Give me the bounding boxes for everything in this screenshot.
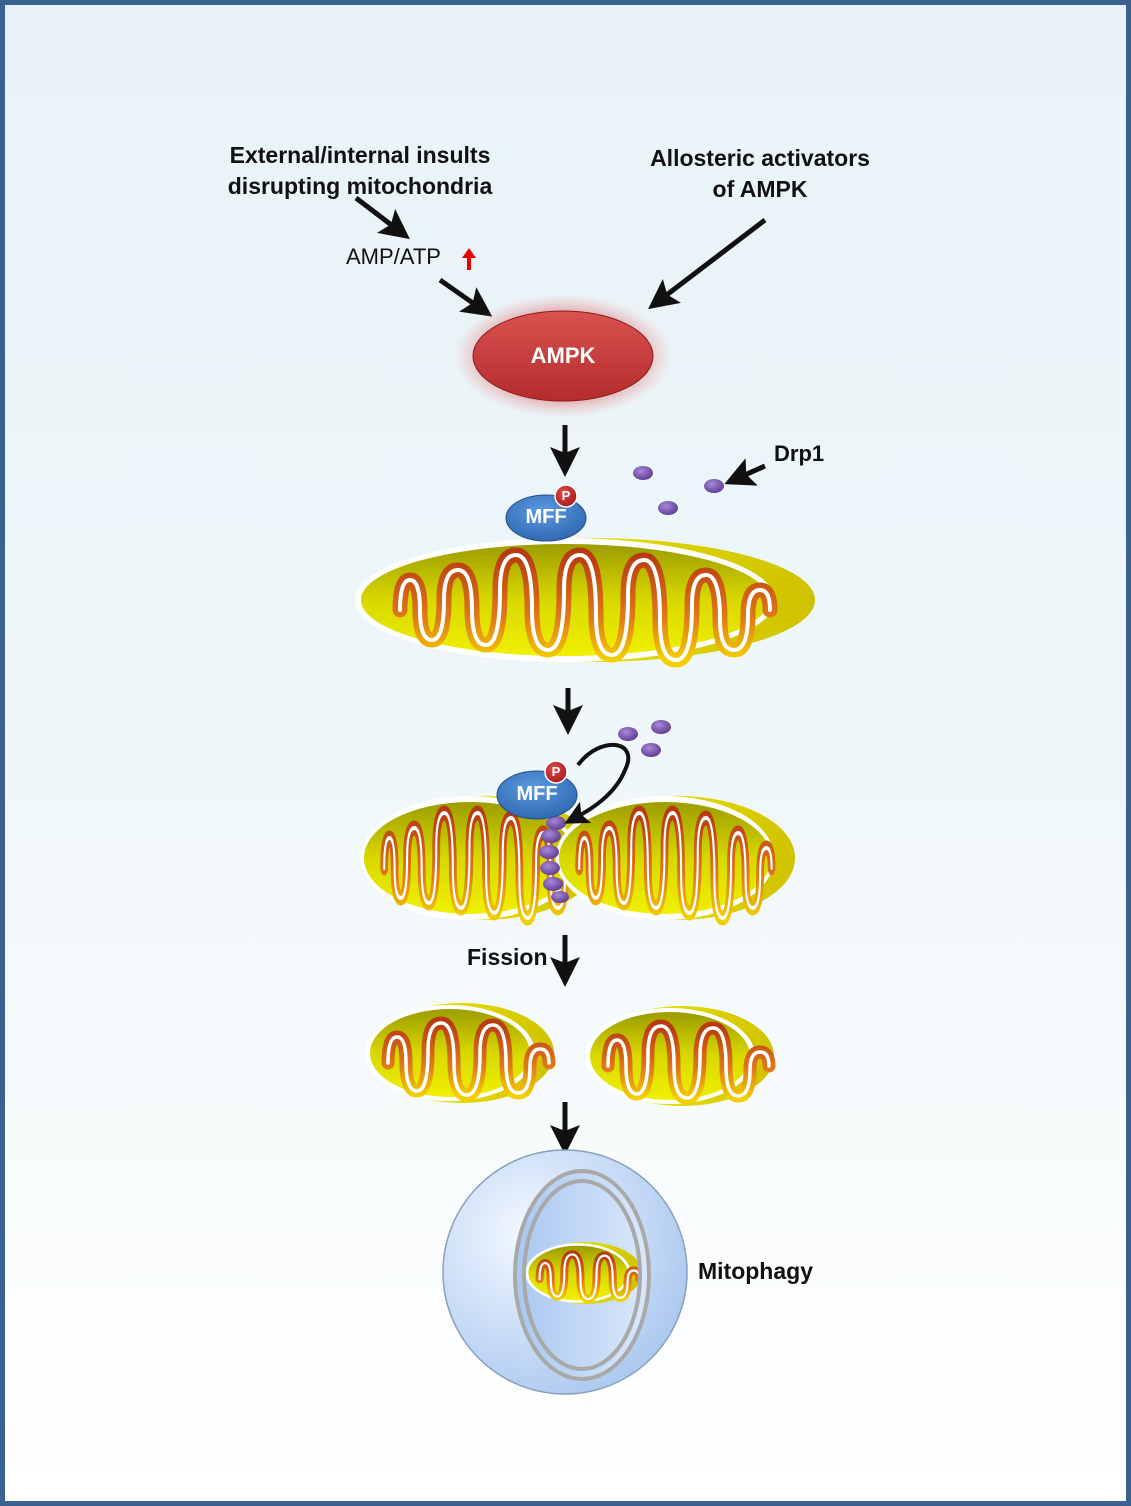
drp1-molecule [641, 743, 661, 757]
drp1-ring [539, 816, 569, 903]
activators-label-line1: Allosteric activators [650, 145, 870, 171]
insults-label: External/internal insults disrupting mit… [205, 140, 515, 202]
drp1-label: Drp1 [774, 441, 825, 466]
mff-phospho-top [505, 484, 587, 542]
ampk-label: AMPK [530, 343, 596, 368]
activators-label-line2: of AMPK [712, 176, 808, 202]
insults-label-line2: disrupting mitochondria [227, 173, 493, 199]
mitophagy-label: Mitophagy [698, 1258, 813, 1284]
drp1-molecule [704, 479, 724, 493]
phospho-label-bottom: P [551, 764, 561, 779]
drp1-molecule [651, 720, 671, 734]
amp-atp-label: AMP/ATP [346, 244, 441, 269]
drp1-molecule [633, 466, 653, 480]
recruitment-arrow [564, 742, 631, 824]
daughter-mitochondrion-right [585, 1006, 774, 1106]
drp1-molecule [658, 501, 678, 515]
arrow-insults-to-ampatp [354, 196, 410, 240]
phospho-label-top: P [561, 488, 571, 503]
drp1-molecule [618, 727, 638, 741]
arrow-ampatp-to-ampk [438, 277, 493, 317]
mff-phospho-bottom [496, 760, 578, 820]
arrow-activators-to-ampk [648, 218, 767, 310]
fission-label: Fission [467, 944, 548, 970]
arrow-drp1-label [724, 458, 767, 486]
ampk-node [453, 294, 673, 418]
mff-label-bottom: MFF [516, 783, 558, 805]
daughter-mitochondrion-left [365, 1003, 554, 1103]
autophagosome [442, 1149, 688, 1395]
increase-arrow-icon [462, 248, 476, 270]
mff-label-top: MFF [525, 506, 567, 528]
insults-label-line1: External/internal insults [229, 142, 491, 168]
activators-label: Allosteric activators of AMPK [620, 143, 900, 205]
mitochondrion-intact [355, 538, 815, 662]
